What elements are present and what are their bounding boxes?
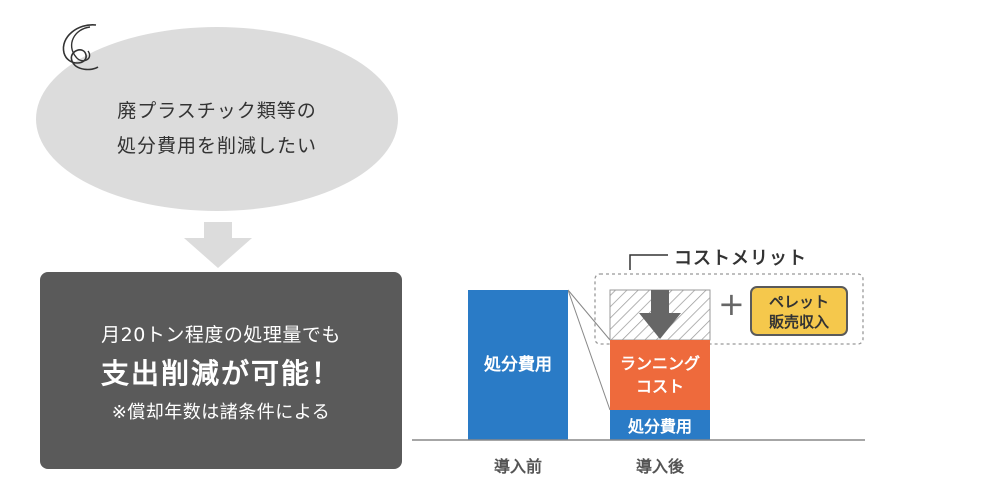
bubble-line-1: 廃プラスチック類等の: [117, 100, 317, 122]
running-label-2: コスト: [636, 377, 684, 396]
result-condition: 月20トン程度の処理量でも: [101, 324, 341, 346]
category-after: 導入後: [636, 457, 685, 476]
before-bar-label: 処分費用: [483, 354, 552, 375]
result-note: ※償却年数は諸条件による: [111, 402, 331, 423]
merit-label: コストメリット: [674, 244, 807, 270]
connector-line-bottom: [567, 289, 611, 411]
merit-frame: [594, 273, 864, 345]
arrow-down-icon: [184, 222, 252, 268]
result-headline: 支出削減が可能！: [100, 357, 341, 390]
pellet-line-1: ペレット: [768, 293, 829, 311]
pellet-revenue-badge: ペレット 販売収入: [750, 286, 848, 336]
after-bar-label: 処分費用: [628, 417, 692, 436]
running-cost-bar: [610, 340, 710, 410]
connector-line-top: [567, 289, 611, 341]
running-label-1: ランニング: [620, 354, 700, 373]
bubble-line-2: 処分費用を削減したい: [116, 135, 317, 157]
after-disposal-bar: [610, 410, 710, 440]
result-box: [40, 272, 402, 469]
reduction-arrow-icon: [639, 290, 681, 339]
before-disposal-bar: [468, 290, 568, 440]
merit-leader-line: [629, 254, 668, 270]
pellet-line-2: 販売収入: [768, 313, 829, 331]
plus-icon: +: [718, 285, 745, 323]
category-before: 導入前: [494, 457, 542, 476]
swirl-icon: [62, 24, 99, 71]
thought-bubble: [36, 27, 398, 211]
